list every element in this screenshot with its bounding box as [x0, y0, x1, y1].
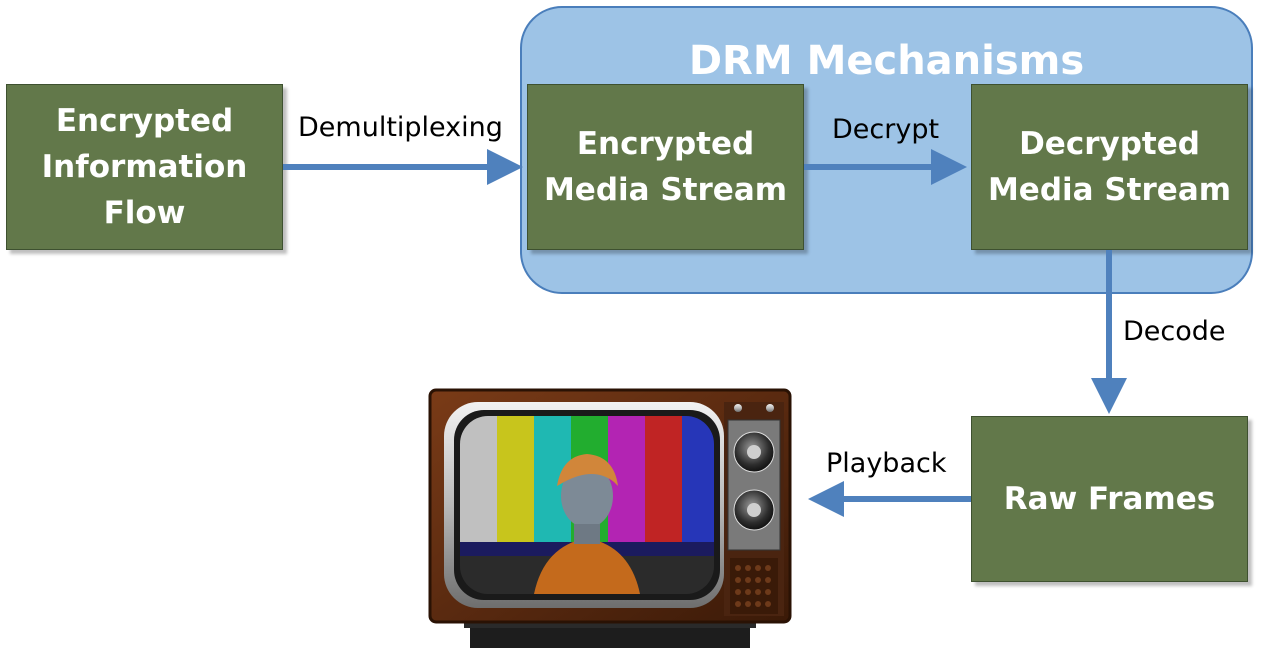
encrypted-information-flow-label: Encrypted Information Flow [41, 103, 248, 231]
encrypted-information-flow-box: Encrypted Information Flow [6, 84, 283, 250]
playback-label: Playback [826, 448, 947, 479]
decrypted-media-stream-box: Decrypted Media Stream [971, 84, 1248, 250]
retro-tv-icon [428, 388, 792, 648]
decode-label: Decode [1123, 316, 1226, 347]
raw-frames-label: Raw Frames [1003, 481, 1216, 517]
encrypted-media-stream-label: Encrypted Media Stream [543, 126, 788, 208]
demultiplexing-label: Demultiplexing [298, 112, 503, 143]
encrypted-media-stream-box: Encrypted Media Stream [527, 84, 804, 250]
decrypt-label: Decrypt [832, 114, 940, 145]
decrypted-media-stream-label: Decrypted Media Stream [987, 126, 1232, 208]
raw-frames-box: Raw Frames [971, 416, 1248, 582]
drm-title: DRM Mechanisms [688, 38, 1085, 84]
